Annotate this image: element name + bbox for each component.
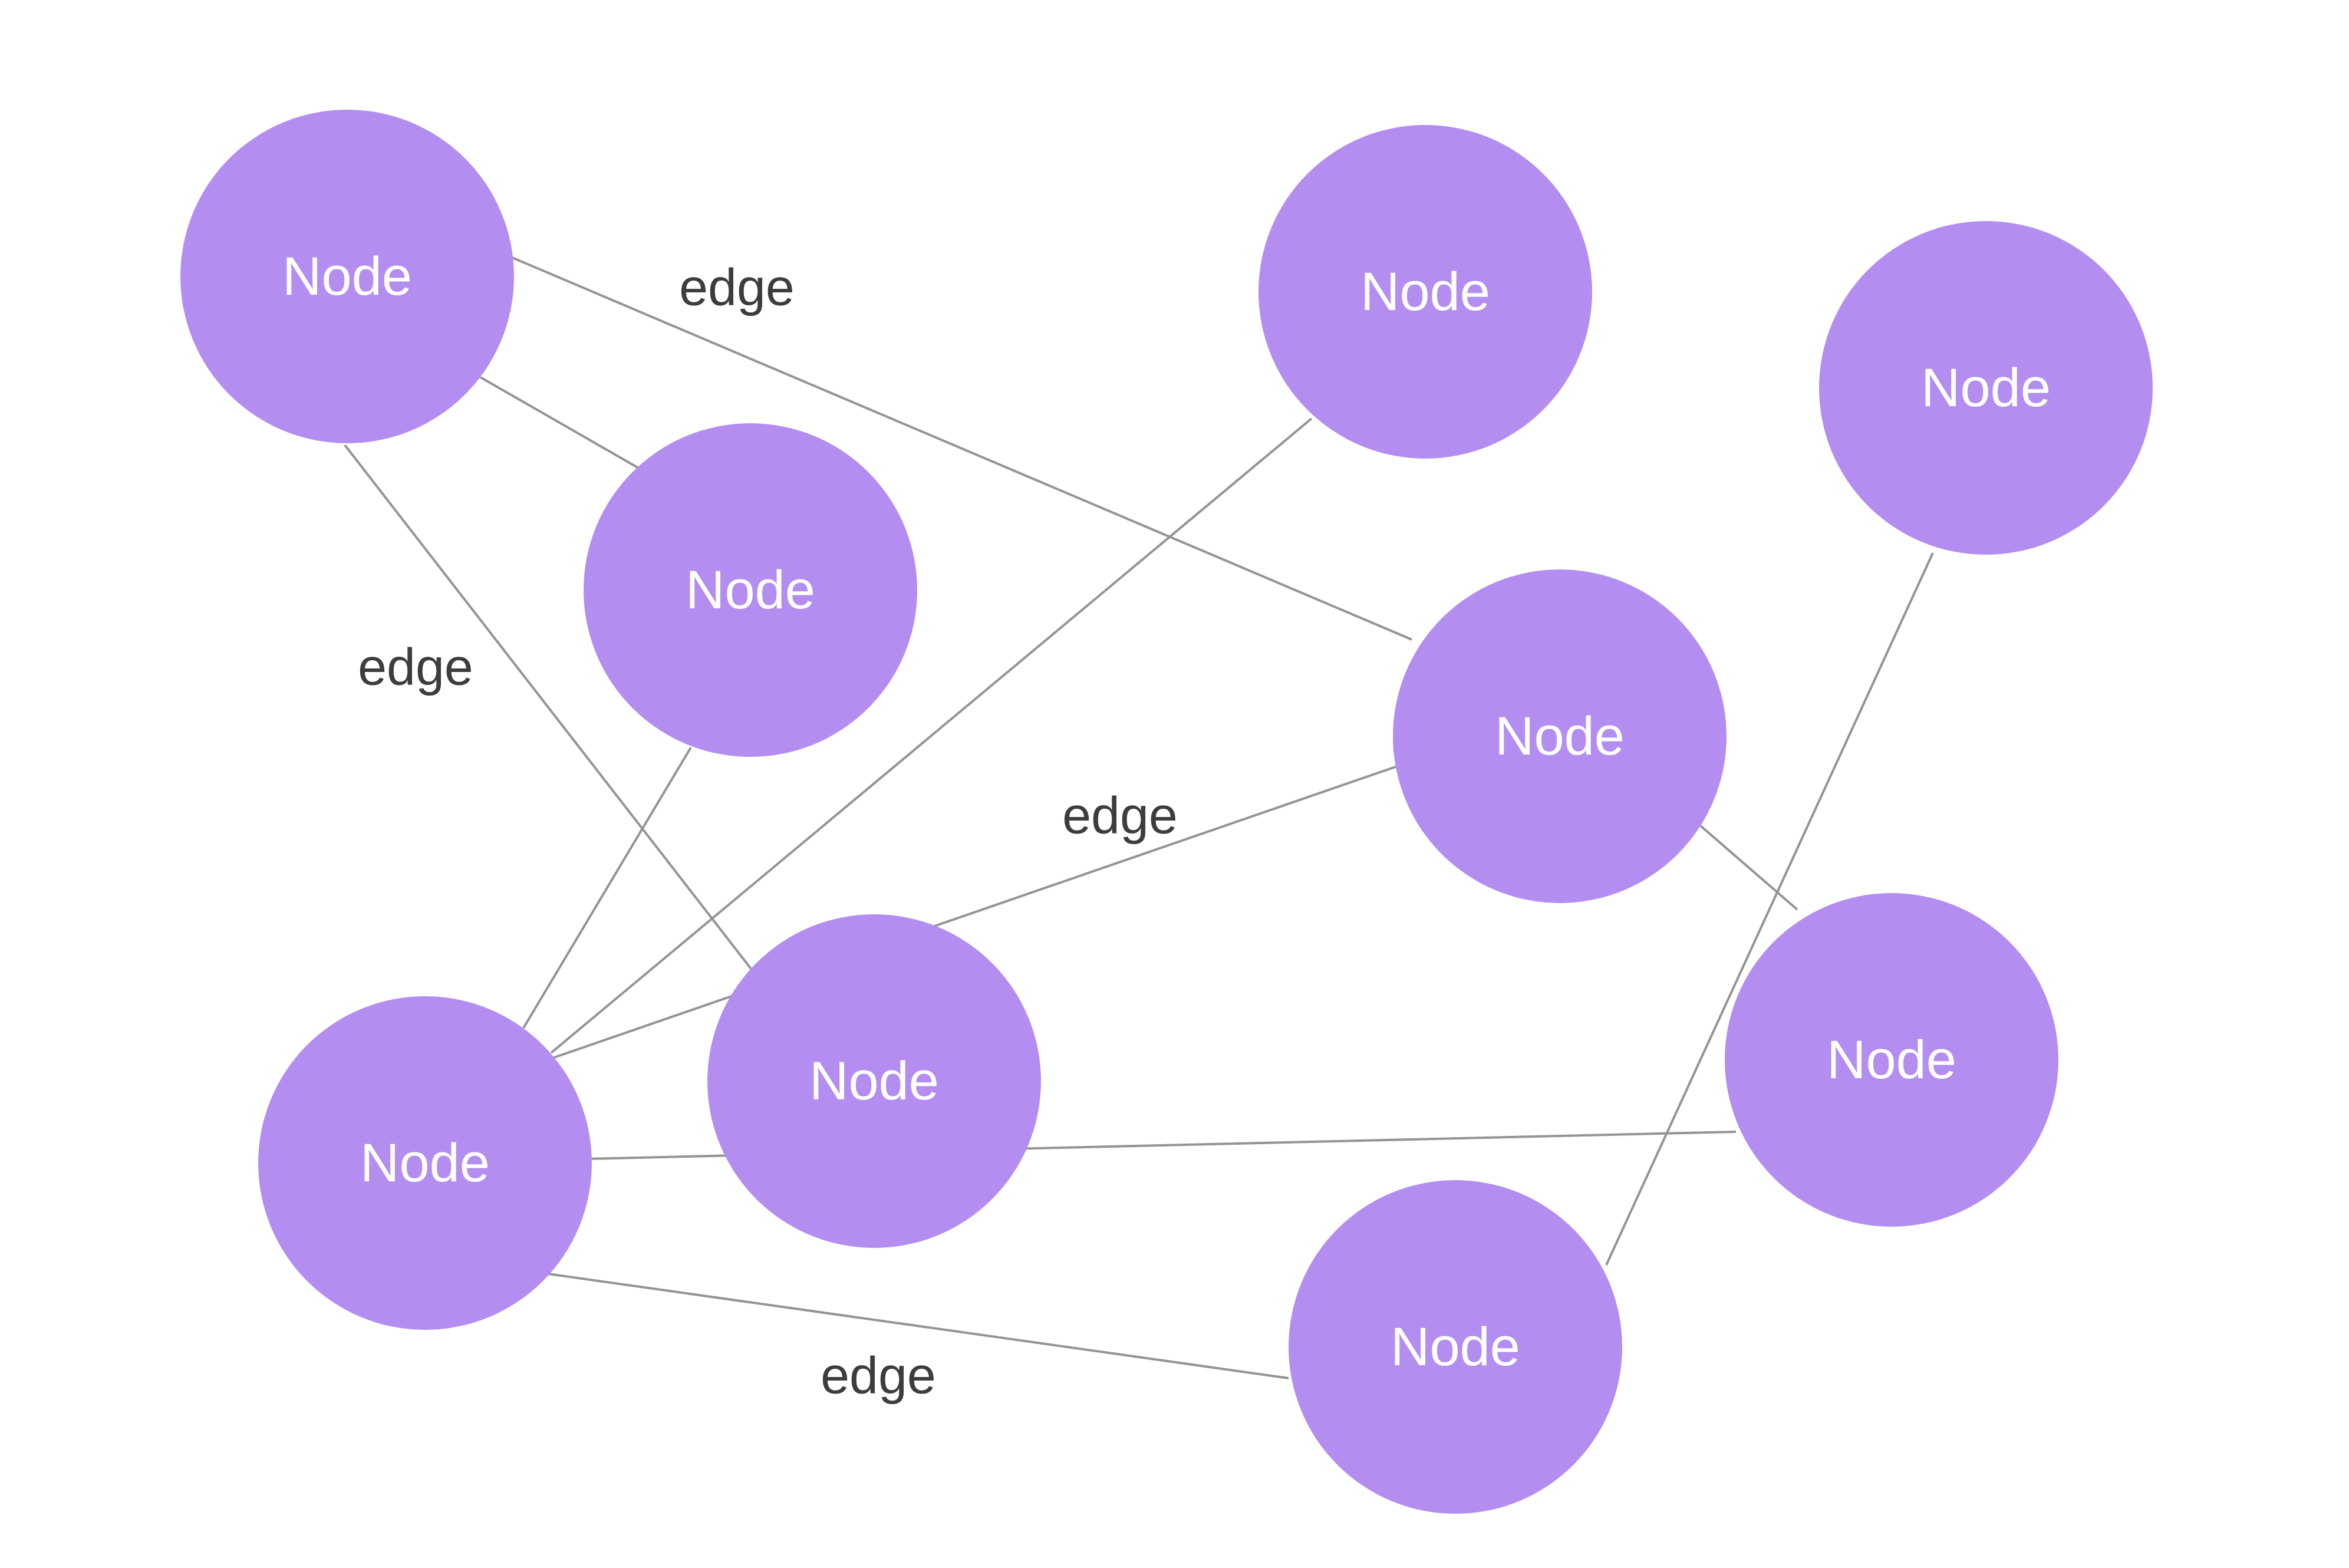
- node-circle-n4[interactable]: [1819, 221, 2153, 555]
- node-circle-n8[interactable]: [1725, 893, 2058, 1227]
- graph-node-n4[interactable]: Node: [1819, 221, 2153, 555]
- edge-line-n3-n6: [550, 417, 1313, 1054]
- graph-node-n1[interactable]: Node: [180, 110, 514, 443]
- edge-line-n6-n9: [543, 1272, 1289, 1379]
- edge-line-n6-n5: [552, 765, 1398, 1059]
- edge-line-n1-n2: [480, 376, 640, 470]
- edge-label-n1-n7: edge: [358, 637, 473, 696]
- graph-node-n9[interactable]: Node: [1289, 1180, 1622, 1514]
- node-circle-n7[interactable]: [707, 914, 1041, 1248]
- node-circle-n3[interactable]: [1258, 125, 1592, 459]
- node-circle-n9[interactable]: [1289, 1180, 1622, 1514]
- edge-label-n6-n9: edge: [821, 1346, 936, 1404]
- edge-line-n2-n6: [522, 746, 692, 1029]
- edge-line-n1-n5: [512, 256, 1412, 641]
- edge-label-n6-n5: edge: [1062, 786, 1178, 844]
- node-circle-n6[interactable]: [258, 996, 592, 1330]
- graph-node-n5[interactable]: Node: [1393, 569, 1727, 903]
- node-circle-n2[interactable]: [584, 423, 917, 757]
- edge-line-n5-n8: [1699, 825, 1798, 911]
- edge-labels-layer: edge edge edge edge: [358, 258, 1178, 1404]
- node-circle-n1[interactable]: [180, 110, 514, 443]
- graph-node-n6[interactable]: Node: [258, 996, 592, 1330]
- edges-layer: [344, 256, 1934, 1379]
- graph-node-n8[interactable]: Node: [1725, 893, 2058, 1227]
- node-circle-n5[interactable]: [1393, 569, 1727, 903]
- edge-label-n1-n5: edge: [679, 258, 795, 316]
- graph-node-n7[interactable]: Node: [707, 914, 1041, 1248]
- graph-node-n2[interactable]: Node: [584, 423, 917, 757]
- edge-line-n4-n9: [1605, 552, 1934, 1266]
- edge-line-n1-n7: [344, 444, 757, 977]
- graph-node-n3[interactable]: Node: [1258, 125, 1592, 459]
